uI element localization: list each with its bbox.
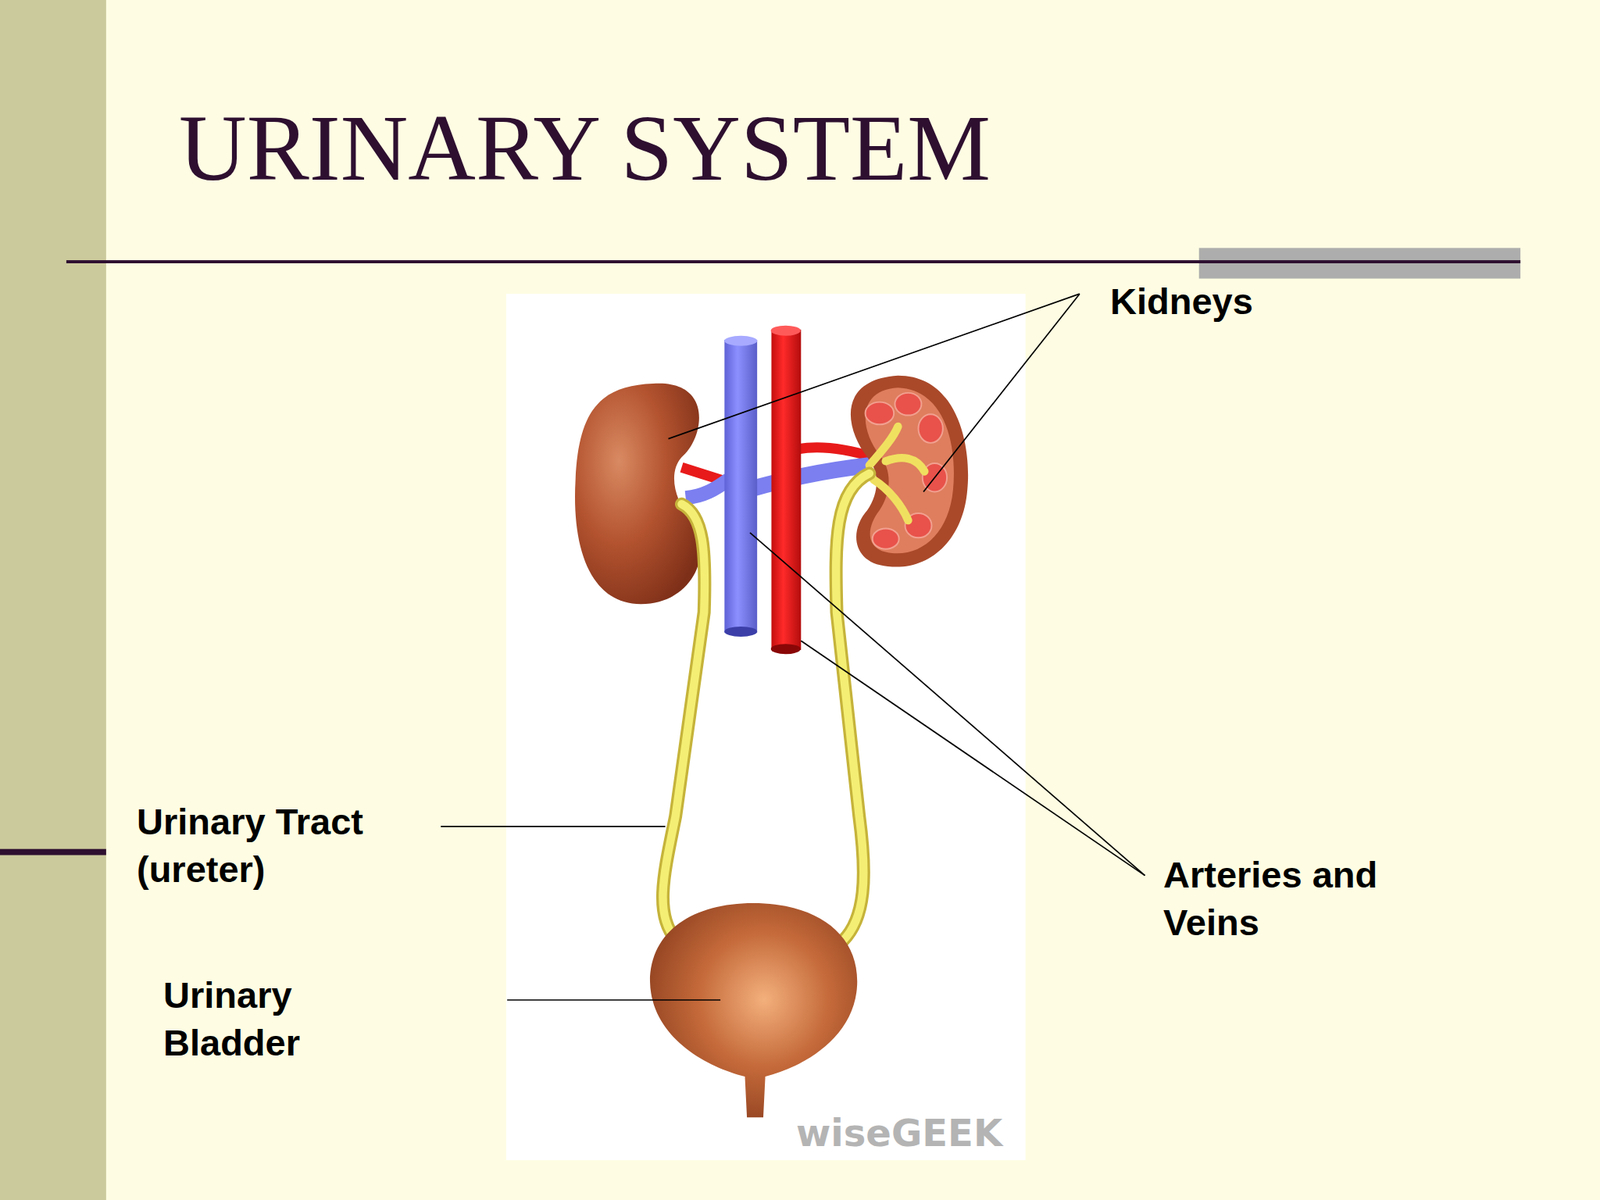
ureters bbox=[662, 473, 869, 941]
vena-cava-top bbox=[724, 335, 758, 347]
slide-title: URINARY SYSTEM bbox=[178, 92, 991, 205]
leader-lines bbox=[440, 293, 1145, 1000]
aorta-end bbox=[771, 643, 801, 654]
renal-pyramids bbox=[865, 392, 947, 550]
vena-cava-end bbox=[724, 626, 758, 637]
watermark: wiseGEEK bbox=[796, 1109, 1003, 1157]
part-label: Kidneys bbox=[1110, 277, 1345, 325]
aorta-top bbox=[771, 325, 801, 336]
grey-bar bbox=[1199, 247, 1521, 279]
vena-cava bbox=[724, 339, 758, 633]
side-band bbox=[0, 0, 107, 1200]
aorta bbox=[771, 329, 801, 650]
left-kidney bbox=[575, 383, 701, 604]
part-label: Urinary Bladder bbox=[163, 971, 343, 1067]
part-label: Urinary Tract (ureter) bbox=[136, 797, 395, 893]
title-rule bbox=[66, 260, 1521, 264]
image-panel bbox=[506, 293, 1026, 1161]
renal-vein bbox=[685, 479, 729, 499]
renal-calyces bbox=[869, 426, 925, 521]
urinary-bladder bbox=[650, 903, 858, 1118]
part-label: Arteries and Veins bbox=[1163, 850, 1422, 947]
side-rule bbox=[0, 849, 107, 856]
